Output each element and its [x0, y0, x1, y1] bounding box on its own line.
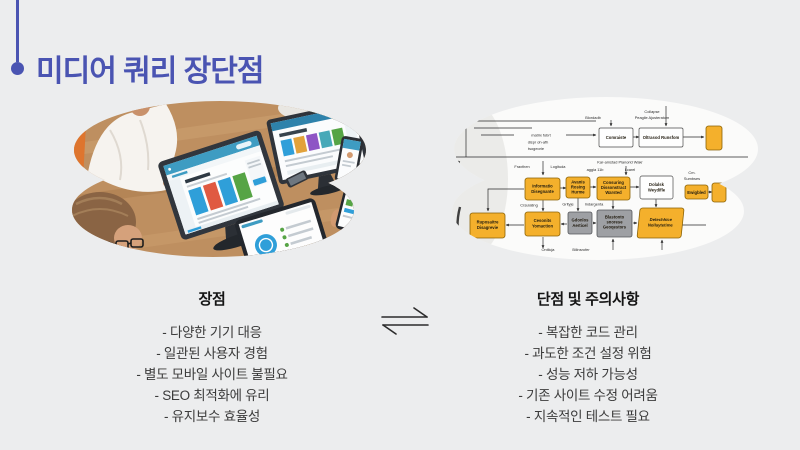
flowchart-node-ewigbled: Ewigbled [684, 184, 709, 200]
flowchart-node-ruposaitre: Ruposaitre Disagrevie [469, 212, 506, 239]
cons-heading: 단점 및 주의사항 [536, 291, 640, 308]
flowchart-node-blastonto: Blastonto snorese Geoqestors [596, 209, 633, 238]
svg-text:Blastonto: Blastonto [605, 215, 625, 220]
flowchart-diagram-image: Comraiste Oltrasod Runsfom Dolalsk Weydi… [448, 95, 760, 263]
svg-text:Nollaytetime: Nollaytetime [648, 223, 674, 228]
exchange-arrows-icon [381, 307, 429, 335]
svg-text:Detechhice: Detechhice [649, 217, 673, 222]
svg-text:Disagrevie: Disagrevie [477, 225, 499, 230]
svg-text:Ontlicja: Ontlicja [542, 247, 556, 252]
flowchart-node-oltrasod: Oltrasod Runsfom [638, 127, 684, 148]
flowchart-node-comraiste: Comraiste [598, 127, 634, 148]
svg-text:Cesonits: Cesonits [534, 218, 552, 223]
desk-phone [285, 170, 309, 188]
svg-text:Logituda: Logituda [551, 164, 567, 169]
svg-text:Aerticel: Aerticel [572, 223, 587, 228]
primary-monitor [158, 130, 284, 251]
svg-text:Dolalsk: Dolalsk [649, 182, 665, 187]
pros-column: 장점 - 다양한 기기 대응 - 일관된 사용자 경험 - 별도 모바일 사이트… [82, 288, 342, 427]
flowchart-node-informatio: Informatio Disegnante [524, 177, 561, 201]
title-accent-dot [11, 62, 24, 75]
flowchart-node-dolalsk: Dolalsk Weydifle [639, 175, 674, 200]
svg-text:Comraiste: Comraiste [606, 135, 627, 140]
svg-text:matrix fobrt: matrix fobrt [531, 133, 551, 138]
orange-chair [72, 118, 86, 180]
svg-text:Consuring: Consuring [603, 180, 624, 185]
cons-list: - 복잡한 코드 관리 - 과도한 조건 설정 위험 - 성능 저하 가능성 -… [458, 322, 718, 427]
viewer-face [114, 225, 142, 251]
svg-text:Disegnante: Disegnante [531, 189, 554, 194]
cons-item: - 지속적인 테스트 필요 [526, 409, 650, 424]
cons-column: 단점 및 주의사항 - 복잡한 코드 관리 - 과도한 조건 설정 위험 - 성… [458, 288, 718, 427]
pros-item: - 다양한 기기 대응 [162, 325, 262, 340]
flowchart-node-gdonlos: Gdonlos Aerticel [567, 211, 593, 235]
cons-item: - 기존 사이트 수정 어려움 [518, 388, 658, 403]
flowchart-node-detechhice: Detechhice Nollaytetime [636, 207, 685, 239]
pros-item: - 별도 모바일 사이트 불필요 [136, 367, 288, 382]
svg-text:snorese: snorese [606, 220, 623, 225]
flowchart-node-partial-right [711, 182, 727, 203]
svg-text:Oltrasod Runsfom: Oltrasod Runsfom [643, 135, 680, 140]
svg-text:Indargenta: Indargenta [585, 202, 604, 207]
svg-text:Weydifle: Weydifle [648, 188, 666, 193]
cons-item: - 복잡한 코드 관리 [538, 325, 638, 340]
svg-text:Avanis: Avanis [571, 180, 585, 185]
flowchart-node-partial-top [705, 125, 723, 151]
flowchart-node-consuring: Consuring Dissonstract Warsted [596, 176, 631, 201]
pros-heading: 장점 [198, 291, 226, 308]
svg-text:Peagile Ajusteratom: Peagile Ajusteratom [635, 115, 670, 120]
devices-illustration [72, 101, 366, 257]
responsive-devices-photo [70, 100, 366, 258]
svg-text:Blordadb: Blordadb [585, 115, 601, 120]
title-accent-line [16, 0, 19, 62]
svg-text:Kar-amstad Planorid Wakr: Kar-amstad Planorid Wakr [597, 160, 643, 165]
svg-text:Grityje: Grityje [562, 202, 573, 207]
svg-text:Rosing: Rosing [571, 185, 586, 190]
svg-text:Cm.: Cm. [688, 170, 695, 175]
svg-text:Ewigbled: Ewigbled [687, 190, 706, 195]
person-shirt [88, 104, 178, 192]
flowchart-node-avanis: Avanis Rosing Hurme [565, 176, 591, 199]
svg-text:Collapse: Collapse [644, 109, 659, 114]
svg-text:Dissonstract: Dissonstract [601, 185, 627, 190]
svg-text:Yomaction: Yomaction [532, 224, 554, 229]
svg-text:Fraxthen: Fraxthen [514, 164, 529, 169]
pros-item: - 유지보수 효율성 [164, 409, 260, 424]
flowchart-illustration: Comraiste Oltrasod Runsfom Dolalsk Weydi… [452, 97, 758, 260]
svg-text:Gdonlos: Gdonlos [572, 218, 590, 223]
cons-item: - 과도한 조건 설정 위험 [524, 346, 652, 361]
svg-text:Warsted: Warsted [605, 190, 622, 195]
pros-item: - SEO 최적화에 유리 [154, 388, 270, 403]
svg-text:Hurme: Hurme [571, 190, 585, 195]
pros-item: - 일관된 사용자 경험 [156, 346, 268, 361]
svg-text:Crsulating: Crsulating [520, 203, 538, 208]
svg-text:Informatio: Informatio [532, 184, 553, 189]
svg-text:Geoqestors: Geoqestors [603, 225, 627, 230]
svg-text:Sumbses: Sumbses [684, 176, 700, 181]
svg-text:Lcarel: Lcarel [625, 167, 636, 172]
flowchart-node-cesonits: Cesonits Yomaction [524, 211, 561, 237]
svg-text:tsogeorie: tsogeorie [528, 146, 544, 151]
svg-text:Bilinsrofer: Bilinsrofer [572, 247, 590, 252]
svg-text:Ruposaitre: Ruposaitre [477, 220, 500, 225]
pros-list: - 다양한 기기 대응 - 일관된 사용자 경험 - 별도 모바일 사이트 불필… [82, 322, 342, 427]
svg-text:aggia 11b: aggia 11b [587, 167, 604, 172]
cons-item: - 성능 저하 가능성 [538, 367, 638, 382]
svg-text:dispr oh-afh: dispr oh-afh [528, 140, 549, 145]
page-title: 미디어 쿼리 장단점 [36, 55, 264, 89]
